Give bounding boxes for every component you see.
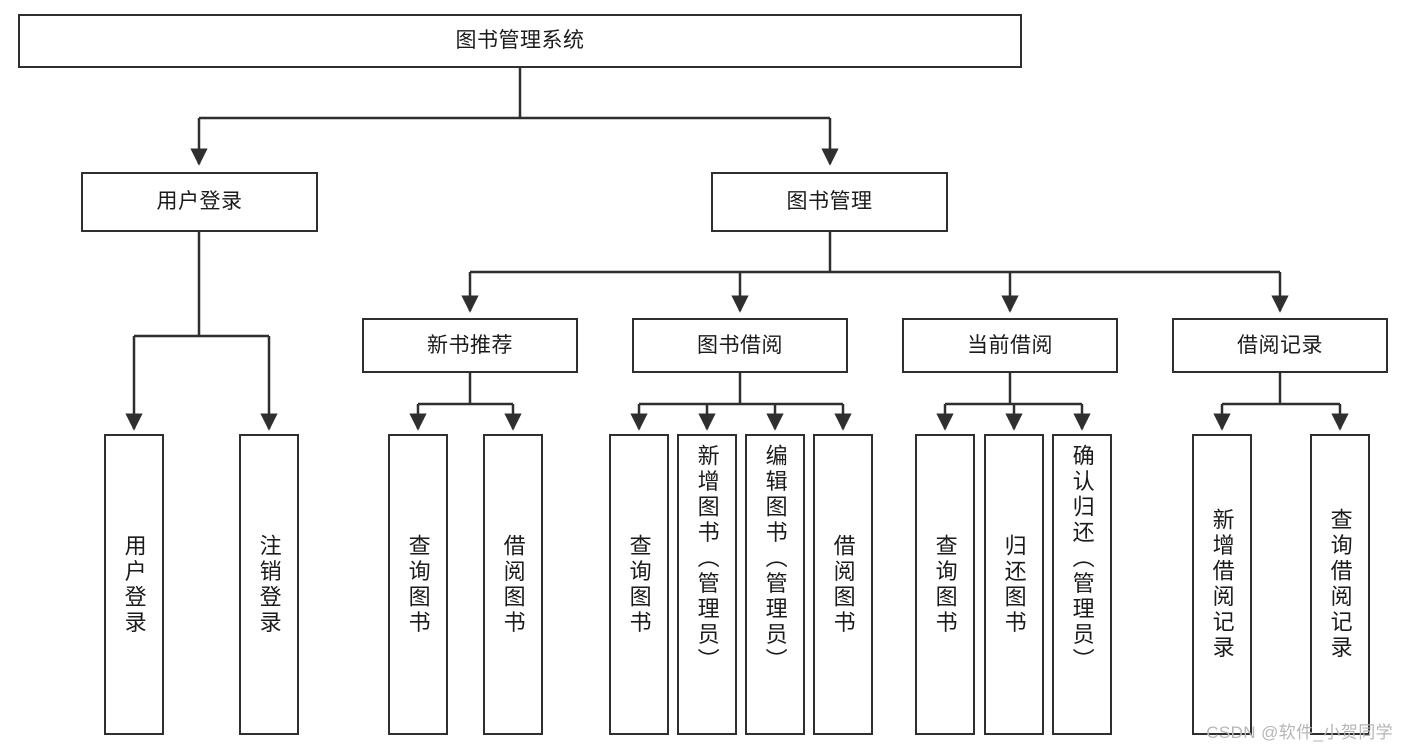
node-leaf-user-login[interactable]: 用户登录: [104, 434, 164, 735]
node-leaf-query-book-recommend[interactable]: 查询图书: [388, 434, 448, 735]
node-label: 新增借阅记录: [1209, 508, 1235, 661]
node-leaf-confirm-return[interactable]: 确认归还（管理员）: [1052, 434, 1112, 735]
node-label: 确认归还（管理员）: [1069, 444, 1095, 674]
node-leaf-query-book-borrow[interactable]: 查询图书: [609, 434, 669, 735]
node-label: 新增图书（管理员）: [694, 444, 720, 674]
node-label: 借阅图书: [830, 533, 856, 636]
node-label: 借阅记录: [1237, 333, 1323, 357]
node-leaf-borrow-book[interactable]: 借阅图书: [813, 434, 873, 735]
node-leaf-logout-login[interactable]: 注销登录: [239, 434, 299, 735]
node-new-book-recommend[interactable]: 新书推荐: [362, 318, 578, 373]
node-leaf-borrow-book-recommend[interactable]: 借阅图书: [483, 434, 543, 735]
node-leaf-edit-book[interactable]: 编辑图书（管理员）: [745, 434, 805, 735]
node-label: 查询图书: [932, 533, 958, 636]
node-leaf-add-book[interactable]: 新增图书（管理员）: [677, 434, 737, 735]
node-leaf-return-book[interactable]: 归还图书: [984, 434, 1044, 735]
node-label: 用户登录: [121, 533, 147, 636]
node-user-login[interactable]: 用户登录: [81, 172, 318, 232]
node-leaf-query-book-current[interactable]: 查询图书: [915, 434, 975, 735]
node-borrow-record[interactable]: 借阅记录: [1172, 318, 1388, 373]
watermark-text: CSDN @软件_小贺同学: [1206, 723, 1393, 742]
node-label: 借阅图书: [500, 533, 526, 636]
node-label: 编辑图书（管理员）: [762, 444, 788, 674]
node-root-book-management-system[interactable]: 图书管理系统: [18, 14, 1022, 68]
node-leaf-add-borrow-record[interactable]: 新增借阅记录: [1192, 434, 1252, 735]
node-book-management[interactable]: 图书管理: [711, 172, 948, 232]
node-label: 查询图书: [405, 533, 431, 636]
node-label: 查询借阅记录: [1327, 508, 1353, 661]
node-label: 图书管理: [786, 190, 873, 214]
node-label: 用户登录: [156, 190, 243, 214]
node-label: 新书推荐: [427, 333, 513, 357]
node-label: 注销登录: [256, 533, 282, 636]
node-leaf-query-borrow-record[interactable]: 查询借阅记录: [1310, 434, 1370, 735]
node-current-borrow[interactable]: 当前借阅: [902, 318, 1118, 373]
node-label: 图书管理系统: [455, 29, 585, 53]
node-label: 图书借阅: [697, 333, 783, 357]
node-label: 查询图书: [626, 533, 652, 636]
node-label: 归还图书: [1001, 533, 1027, 636]
node-label: 当前借阅: [967, 333, 1053, 357]
node-book-borrow[interactable]: 图书借阅: [632, 318, 848, 373]
